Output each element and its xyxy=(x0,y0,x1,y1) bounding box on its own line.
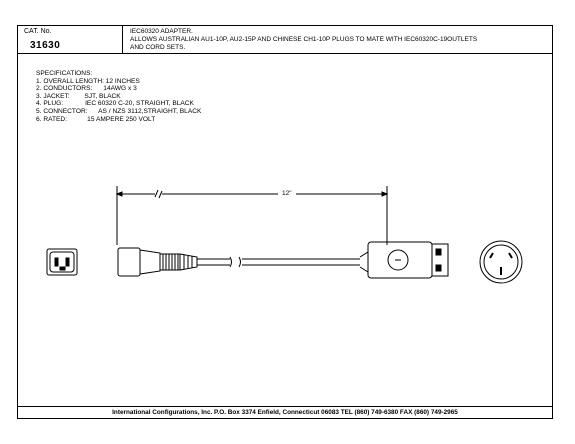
spec-line: 5. CONNECTOR: AS / NZS 3112,STRAIGHT, BL… xyxy=(36,107,202,115)
spec-line: 1. OVERALL LENGTH: 12 INCHES xyxy=(36,77,140,85)
c20-plug-body-icon xyxy=(117,247,198,277)
cat-number: 31630 xyxy=(30,40,61,51)
description-text: IEC60320 ADAPTER. ALLOWS AUSTRALIAN AU1-… xyxy=(130,28,478,51)
specs-title: SPECIFICATIONS: xyxy=(36,70,93,77)
cable xyxy=(197,256,360,268)
dimension-line xyxy=(115,186,389,245)
spec-line: 4. PLUG: IEC 60320 C-20, STRAIGHT, BLACK xyxy=(36,100,194,108)
cat-label: CAT. No. xyxy=(24,28,52,35)
length-dimension-label: 12" xyxy=(282,190,292,197)
spec-line: 6. RATED: 15 AMPERE 250 VOLT xyxy=(36,115,156,123)
spec-line: 3. JACKET: SJT, BLACK xyxy=(36,92,121,100)
connector-body-icon xyxy=(359,241,449,279)
as-nzs-connector-face-icon xyxy=(479,240,523,284)
spec-line: 2. CONDUCTORS: 14AWG x 3 xyxy=(36,85,137,93)
drawing-sheet: CAT. No. 31630 IEC60320 ADAPTER. ALLOWS … xyxy=(17,25,553,419)
product-description: IEC60320 ADAPTER. ALLOWS AUSTRALIAN AU1-… xyxy=(130,28,540,52)
specifications: SPECIFICATIONS: 1. OVERALL LENGTH: 12 IN… xyxy=(36,70,201,123)
company-footer: International Configurations, Inc. P.O. … xyxy=(18,406,552,418)
title-block: CAT. No. 31630 IEC60320 ADAPTER. ALLOWS … xyxy=(18,26,552,54)
catalog-cell: CAT. No. 31630 xyxy=(18,26,123,53)
c20-plug-face-icon xyxy=(46,248,78,276)
